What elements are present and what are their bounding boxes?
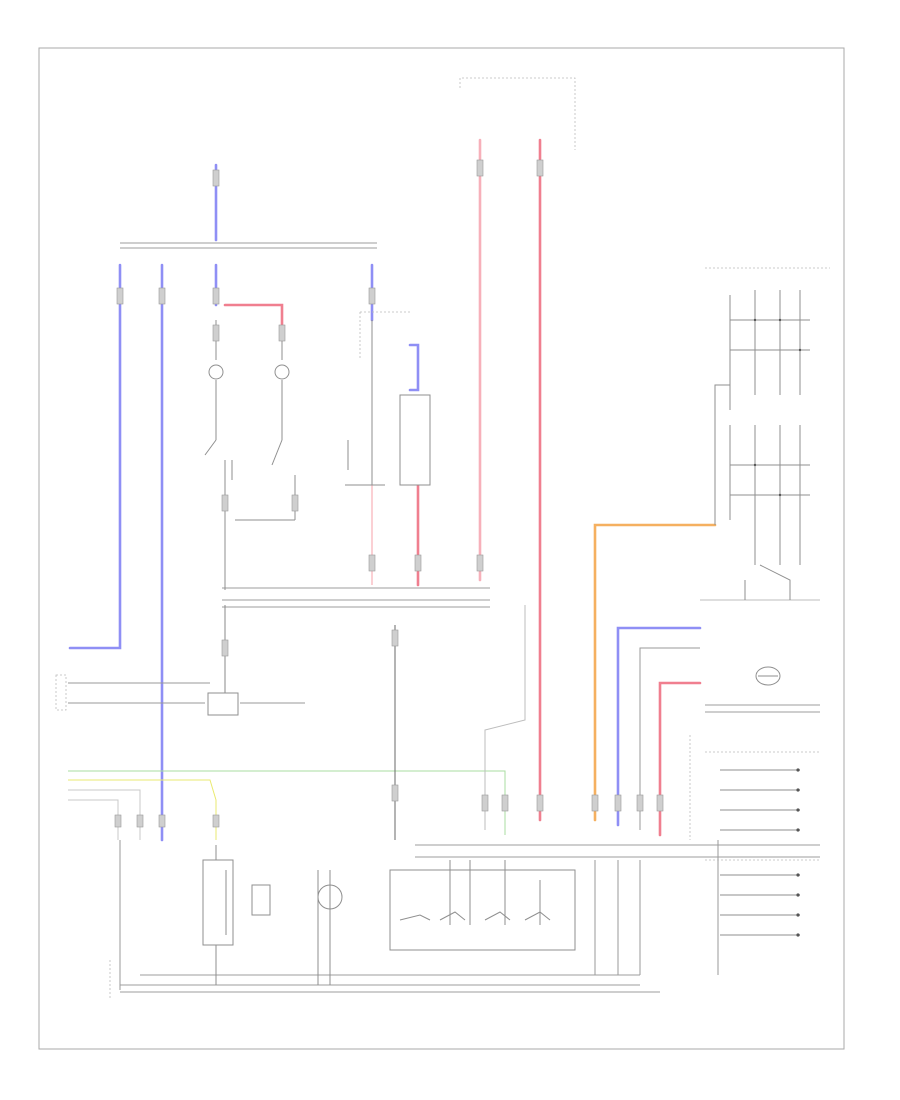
sensor-cluster xyxy=(345,311,431,486)
wire-yellow xyxy=(68,779,217,840)
wires xyxy=(68,138,820,990)
lamp-symbol xyxy=(274,364,290,380)
wire-blue-sensor xyxy=(408,343,420,392)
resistor-box xyxy=(251,884,271,916)
wire-orange xyxy=(593,523,717,822)
wire-gray-center-vert xyxy=(484,605,526,830)
component-outlines xyxy=(55,77,830,1000)
wire-gray-left-2 xyxy=(68,799,119,840)
module-box xyxy=(202,859,234,946)
lamp-switch-cluster xyxy=(204,320,296,590)
diagram-frame xyxy=(38,47,845,1050)
harness-box xyxy=(207,692,239,716)
right-connector-mid xyxy=(729,425,810,600)
bus-bars xyxy=(120,242,820,993)
wire-gray-left-1 xyxy=(68,789,141,840)
right-switch-list xyxy=(720,768,800,937)
sensor-box xyxy=(399,394,431,486)
connector-markers xyxy=(114,159,664,828)
wire-green xyxy=(68,770,506,835)
right-lamp xyxy=(755,666,781,686)
lamp-symbol xyxy=(208,364,224,380)
right-connector-top xyxy=(714,290,810,525)
bottom-switch-box xyxy=(389,860,576,951)
wire-red-right xyxy=(658,681,702,837)
wire-gray-right-1 xyxy=(639,647,700,830)
bottom-left-components xyxy=(202,845,343,985)
wire-red-loop xyxy=(223,303,284,342)
wire-blue-right xyxy=(616,626,702,827)
wire-blue-left xyxy=(68,263,122,650)
